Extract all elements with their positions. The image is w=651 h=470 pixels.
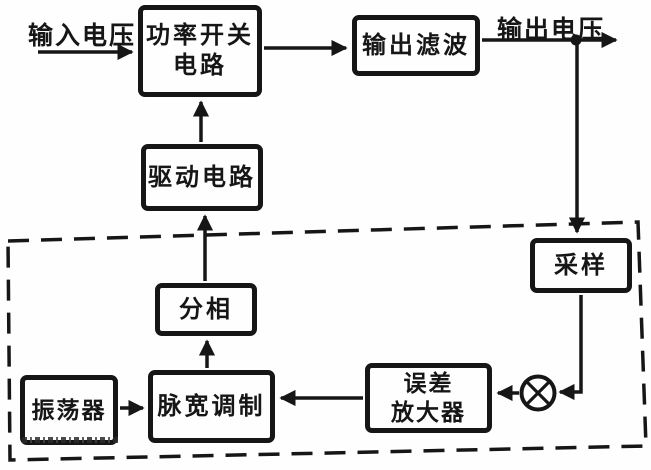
block-label: 脉宽调制	[157, 392, 266, 420]
block-label: 分相	[179, 295, 233, 323]
block-oscillator: 振荡器	[20, 375, 118, 445]
block-label: 驱动电路	[148, 163, 256, 191]
block-power-switch-circuit: 功率开关 电路	[138, 5, 262, 97]
block-sampling: 采样	[530, 238, 632, 293]
wire-sampling-to-mixer	[558, 295, 583, 401]
dashed-enclosure	[6, 220, 648, 462]
block-output-filter: 输出滤波	[352, 15, 480, 76]
block-label: 输出滤波	[362, 31, 470, 59]
block-label: 采样	[554, 251, 608, 279]
block-label: 功率开关	[146, 22, 254, 49]
block-label: 电路	[173, 52, 227, 79]
block-phase-splitter: 分相	[155, 283, 257, 336]
block-error-amplifier: 误差 放大器	[365, 363, 492, 433]
block-label: 误差	[403, 370, 454, 397]
scan-artifact-smudge	[22, 437, 118, 443]
input-voltage-label: 输入电压	[28, 22, 137, 50]
output-voltage-label: 输出电压	[497, 16, 606, 44]
block-label: 放大器	[391, 399, 466, 425]
mixer-symbol	[519, 374, 557, 412]
block-drive-circuit: 驱动电路	[141, 144, 263, 211]
block-label: 振荡器	[31, 396, 107, 423]
block-pwm: 脉宽调制	[148, 370, 275, 443]
